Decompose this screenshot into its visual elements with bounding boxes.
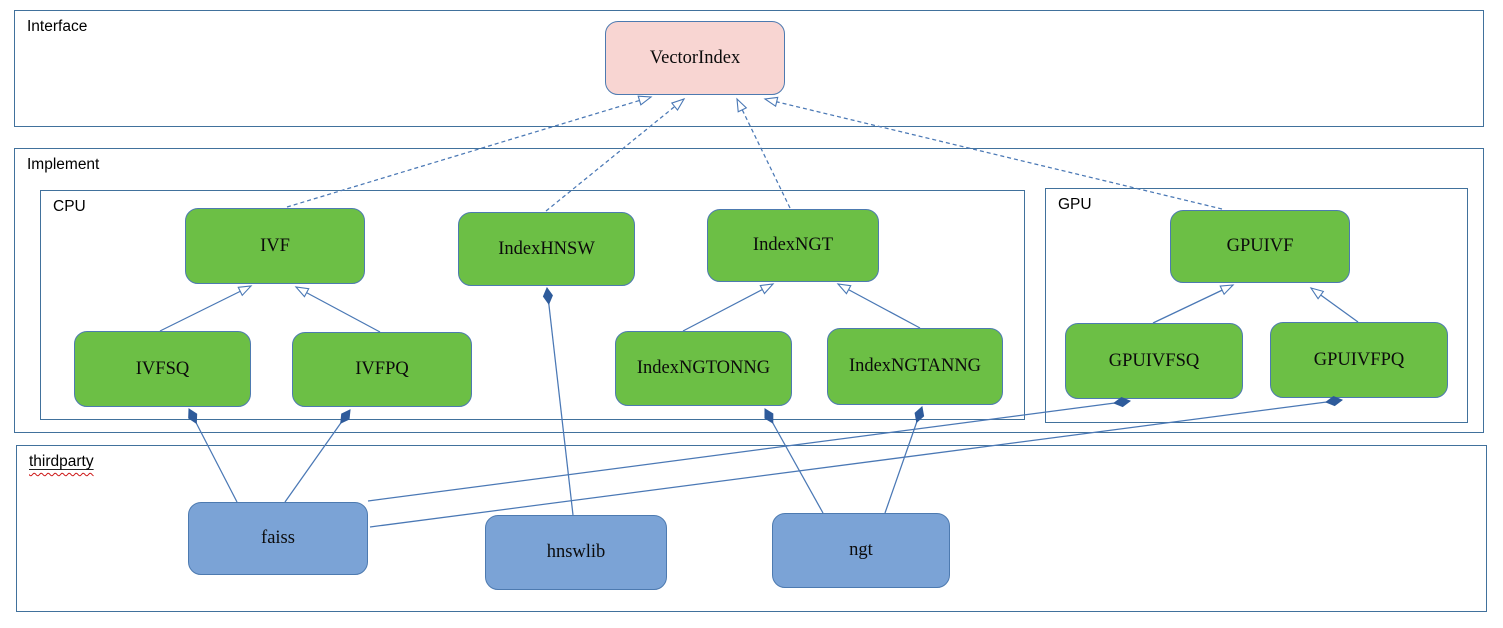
node-ivfpq: IVFPQ [292,332,472,407]
node-vectorindex: VectorIndex [605,21,785,95]
section-thirdparty-label: thirdparty [29,453,94,470]
section-gpu-label: GPU [1058,196,1092,213]
node-ivf: IVF [185,208,365,284]
section-cpu-label: CPU [53,198,86,215]
node-indexngt: IndexNGT [707,209,879,282]
section-interface-label: Interface [27,18,88,35]
node-gpuivfsq: GPUIVFSQ [1065,323,1243,399]
section-implement-label: Implement [27,156,100,173]
node-gpuivf: GPUIVF [1170,210,1350,283]
node-ngt: ngt [772,513,950,588]
node-indexhnsw: IndexHNSW [458,212,635,286]
node-faiss: faiss [188,502,368,575]
node-indexngtanng: IndexNGTANNG [827,328,1003,405]
node-ivfsq: IVFSQ [74,331,251,407]
node-indexngtonng: IndexNGTONNG [615,331,792,406]
node-gpuivfpq: GPUIVFPQ [1270,322,1448,398]
node-hnswlib: hnswlib [485,515,667,590]
